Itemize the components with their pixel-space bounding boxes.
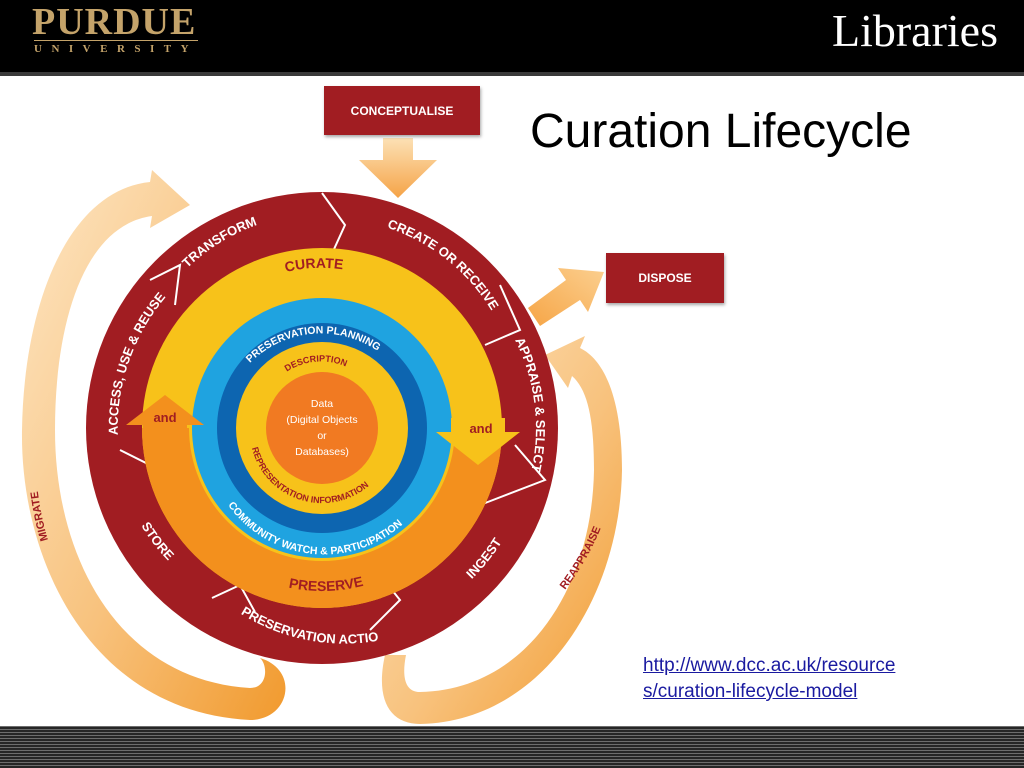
dispose-box: DISPOSE: [606, 253, 724, 303]
source-link-line-1[interactable]: http://www.dcc.ac.uk/resource: [643, 655, 896, 676]
and-left-arrow: [126, 395, 204, 438]
purdue-logo-subtitle: UNIVERSITY: [34, 40, 199, 55]
data-core: [266, 372, 378, 484]
header-bar: PURDUE UNIVERSITY Libraries: [0, 0, 1024, 72]
conceptualise-box: CONCEPTUALISE: [324, 86, 480, 135]
reappraise-arrow: [381, 336, 622, 724]
purdue-logo: PURDUE: [32, 1, 197, 43]
preserve-arc: [142, 428, 502, 608]
source-link[interactable]: http://www.dcc.ac.uk/resource s/curation…: [643, 653, 963, 705]
source-link-line-2[interactable]: s/curation-lifecycle-model: [643, 681, 858, 702]
migrate-arrow: [21, 170, 286, 720]
header-divider: [0, 72, 1024, 76]
and-left-label: and: [153, 410, 176, 425]
core-line-objects: (Digital Objects: [286, 414, 357, 426]
conceptualise-arrow: [359, 138, 437, 198]
footer-bar: [0, 726, 1024, 768]
and-right-arrow: [436, 418, 520, 465]
and-right-label: and: [469, 421, 492, 436]
libraries-wordmark: Libraries: [831, 5, 998, 56]
core-line-or: or: [317, 430, 327, 442]
dispose-arrow: [528, 268, 604, 326]
curate-label: CURATE: [283, 255, 344, 275]
core-line-databases: Databases): [295, 446, 349, 458]
slide-title: Curation Lifecycle: [530, 105, 912, 158]
preserve-label: PRESERVE: [288, 573, 365, 594]
core-line-data: Data: [311, 398, 333, 410]
